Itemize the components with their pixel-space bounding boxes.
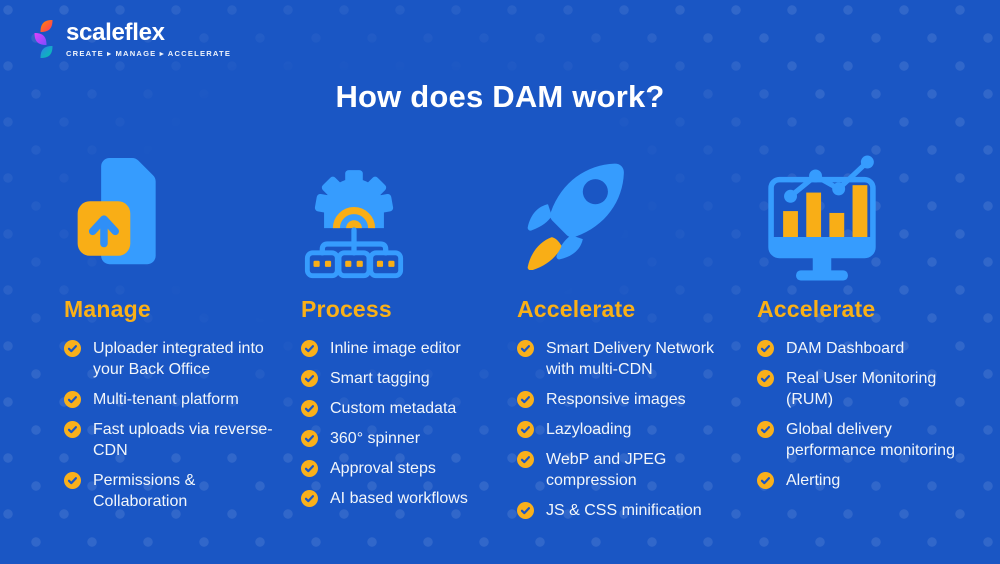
list-item: AI based workflows xyxy=(301,488,519,509)
list-item: 360° spinner xyxy=(301,428,519,449)
feature-list: Inline image editor Smart tagging Custom… xyxy=(301,338,519,509)
column-heading: Manage xyxy=(64,296,151,322)
workflow-gear-icon xyxy=(301,148,519,286)
list-item: Multi-tenant platform xyxy=(64,389,292,410)
list-item: Lazyloading xyxy=(517,419,745,440)
check-icon xyxy=(301,370,318,387)
check-icon xyxy=(517,391,534,408)
list-item: Responsive images xyxy=(517,389,745,410)
check-icon xyxy=(64,472,81,489)
check-icon xyxy=(757,340,774,357)
check-icon xyxy=(517,340,534,357)
scaleflex-logo-icon xyxy=(34,20,53,58)
check-icon xyxy=(64,421,81,438)
column-heading: Accelerate xyxy=(757,296,876,322)
column-accelerate-monitoring: Accelerate DAM Dashboard Real User Monit… xyxy=(757,148,979,500)
brand-name: scaleflex xyxy=(66,18,165,46)
list-item: Custom metadata xyxy=(301,398,519,419)
list-item: Inline image editor xyxy=(301,338,519,359)
list-item: JS & CSS minification xyxy=(517,500,745,521)
feature-list: Uploader integrated into your Back Offic… xyxy=(64,338,292,512)
scaleflex-logo: scaleflex CREATE ▸ MANAGE ▸ ACCELERATE xyxy=(30,19,231,59)
check-icon xyxy=(517,451,534,468)
check-icon xyxy=(301,460,318,477)
column-process: Process Inline image editor Smart taggin… xyxy=(301,148,519,518)
list-item: Global delivery performance monitoring xyxy=(757,419,979,461)
check-icon xyxy=(64,340,81,357)
list-item: Permissions & Collaboration xyxy=(64,470,292,512)
column-heading: Accelerate xyxy=(517,296,636,322)
check-icon xyxy=(517,502,534,519)
check-icon xyxy=(301,400,318,417)
column-accelerate-delivery: Accelerate Smart Delivery Network with m… xyxy=(517,148,745,530)
check-icon xyxy=(517,421,534,438)
check-icon xyxy=(301,490,318,507)
check-icon xyxy=(301,340,318,357)
list-item: WebP and JPEG compression xyxy=(517,449,745,491)
rocket-icon xyxy=(517,148,745,286)
monitor-chart-icon xyxy=(757,148,979,286)
list-item: Smart tagging xyxy=(301,368,519,389)
check-icon xyxy=(757,370,774,387)
upload-file-icon xyxy=(64,148,292,286)
feature-list: Smart Delivery Network with multi-CDN Re… xyxy=(517,338,745,521)
list-item: Smart Delivery Network with multi-CDN xyxy=(517,338,745,380)
column-heading: Process xyxy=(301,296,392,322)
list-item: Fast uploads via reverse-CDN xyxy=(64,419,292,461)
feature-list: DAM Dashboard Real User Monitoring (RUM)… xyxy=(757,338,979,491)
list-item: Approval steps xyxy=(301,458,519,479)
check-icon xyxy=(64,391,81,408)
list-item: Uploader integrated into your Back Offic… xyxy=(64,338,292,380)
check-icon xyxy=(757,421,774,438)
list-item: Real User Monitoring (RUM) xyxy=(757,368,979,410)
brand-tagline: CREATE ▸ MANAGE ▸ ACCELERATE xyxy=(66,48,232,58)
list-item: DAM Dashboard xyxy=(757,338,979,359)
check-icon xyxy=(301,430,318,447)
column-manage: Manage Uploader integrated into your Bac… xyxy=(64,148,292,521)
list-item: Alerting xyxy=(757,470,979,491)
check-icon xyxy=(757,472,774,489)
page-title: How does DAM work? xyxy=(335,79,665,114)
